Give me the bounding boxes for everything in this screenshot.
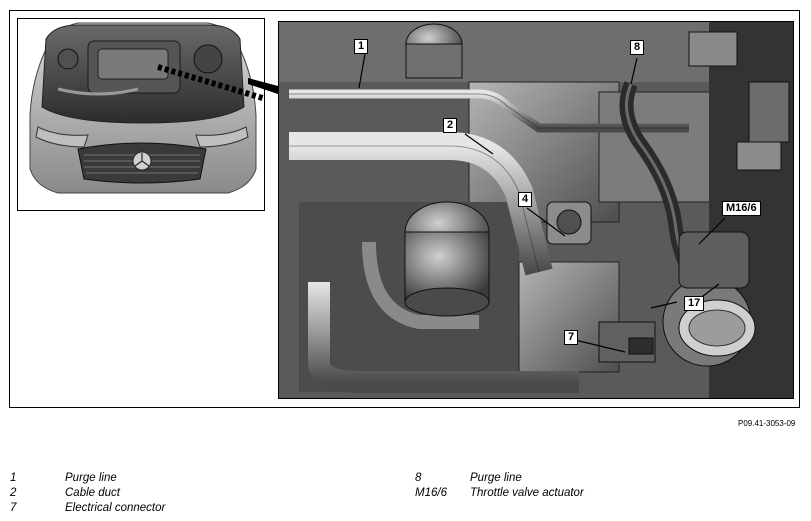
legend-text: Purge line — [65, 472, 117, 484]
legend-item: 1 Purge line — [10, 471, 165, 486]
legend-number: 7 — [10, 502, 17, 514]
vehicle-overview-inset — [17, 18, 265, 211]
callout-m16-6: M16/6 — [722, 201, 761, 216]
legend-text: Throttle valve actuator — [470, 487, 584, 499]
engine-components-illustration — [279, 22, 793, 398]
legend-text: Cable duct — [65, 487, 120, 499]
legend-item: 8 Purge line — [415, 471, 584, 486]
legend-left-column: 1 Purge line 2 Cable duct 7 Electrical c… — [10, 471, 165, 516]
legend-text: Electrical connector — [65, 502, 166, 514]
callout-1: 1 — [354, 39, 369, 54]
callout-7: 7 — [564, 330, 579, 345]
legend-number: 1 — [10, 472, 17, 484]
inset-pointer — [248, 78, 278, 94]
legend-number: M16/6 — [415, 487, 447, 499]
legend-number: 8 — [415, 472, 422, 484]
vehicle-front-illustration — [29, 22, 264, 194]
engine-compartment-image — [278, 21, 794, 399]
legend-item: 7 Electrical connector — [10, 501, 165, 516]
callout-2: 2 — [443, 118, 458, 133]
callout-4: 4 — [518, 192, 533, 207]
figure-reference-code: P09.41-3053-09 — [738, 419, 796, 428]
callout-8: 8 — [630, 40, 645, 55]
legend-item: 2 Cable duct — [10, 486, 165, 501]
callout-17: 17 — [684, 296, 705, 311]
legend-text: Purge line — [470, 472, 522, 484]
legend-number: 2 — [10, 487, 17, 499]
legend-item: M16/6 Throttle valve actuator — [415, 486, 584, 501]
legend-right-column: 8 Purge line M16/6 Throttle valve actuat… — [415, 471, 584, 501]
